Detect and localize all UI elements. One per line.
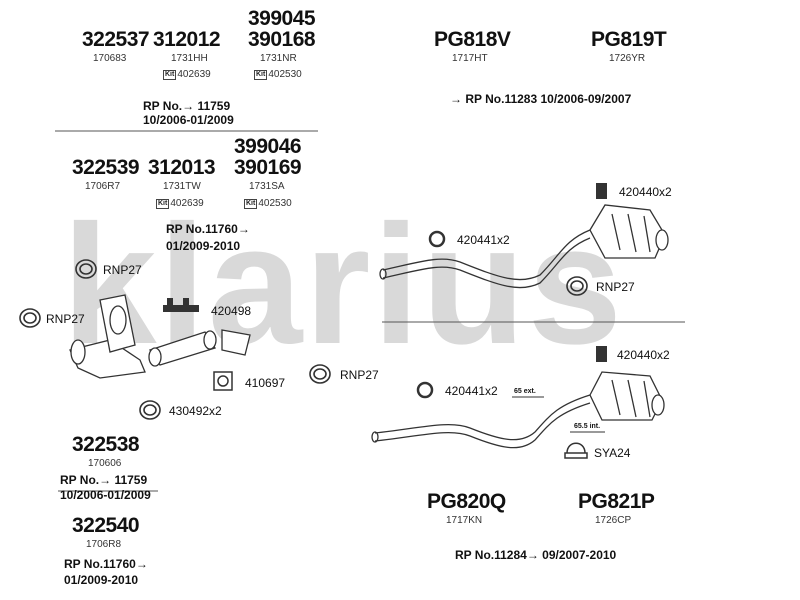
kit-number: 402639 — [170, 198, 204, 209]
part-ref: 1717KN — [446, 515, 483, 526]
kit-icon: Kit — [163, 69, 177, 80]
rnp27-ring-d — [566, 276, 588, 296]
label-rnp27: RNP27 — [46, 312, 85, 326]
part-ref: 1731TW — [163, 181, 201, 192]
rp-date-range: 01/2009-2010 — [64, 573, 139, 587]
label-rnp27: RNP27 — [340, 368, 379, 382]
kit-number: 402530 — [258, 198, 292, 209]
rnp27-ring-a — [75, 259, 97, 279]
rubber-420441-bottom — [416, 381, 434, 399]
part-number-390169: 390169 — [234, 156, 302, 179]
label-420498: 420498 — [211, 304, 252, 318]
part-number-312012: 312012 — [153, 28, 221, 51]
silencer-bottom — [589, 371, 665, 421]
silencer-top — [589, 204, 669, 259]
rubber-420440-bottom — [596, 346, 607, 362]
part-ref: 1726YR — [609, 53, 646, 64]
label-sya24: SYA24 — [594, 446, 631, 460]
part-number-312013: 312013 — [148, 156, 216, 179]
rp-number: RP No.→ 11759 — [143, 99, 231, 113]
label-420440-bottom: 420440x2 — [617, 348, 670, 362]
exhaust-pipe-top — [379, 229, 591, 289]
label-410697: 410697 — [245, 376, 286, 390]
part-ref: 1717HT — [452, 53, 488, 64]
part-number-399046: 399046 — [234, 135, 302, 158]
dimension-marks — [512, 396, 605, 433]
kit-icon: Kit — [156, 198, 170, 209]
rubber-420440-top — [596, 183, 607, 199]
part-ref: 170683 — [93, 53, 127, 64]
part-ref: 1726CP — [595, 515, 632, 526]
rp-number: → RP No.11283 10/2006-09/2007 — [450, 92, 632, 106]
part-number-322539: 322539 — [72, 156, 140, 179]
rp-date-range: 10/2006-01/2009 — [143, 113, 234, 127]
label-65-5-int: 65.5 int. — [574, 423, 601, 430]
label-430492: 430492x2 — [169, 404, 222, 418]
exhaust-pipe-bottom — [371, 394, 591, 449]
part-number-322538: 322538 — [72, 433, 140, 456]
clamp-430492 — [139, 400, 161, 420]
rp-number: RP No.11760→ — [166, 222, 250, 236]
rnp27-ring-b — [19, 308, 41, 328]
part-number-pg820q: PG820Q — [427, 490, 506, 513]
rnp27-ring-c — [309, 364, 331, 384]
label-rnp27: RNP27 — [103, 263, 142, 277]
rp-date-range: 10/2006-01/2009 — [60, 488, 151, 502]
mounting-420498 — [163, 298, 199, 312]
part-number-pg819t: PG819T — [591, 28, 667, 51]
part-number-390168: 390168 — [248, 28, 316, 51]
part-number-pg818v: PG818V — [434, 28, 511, 51]
part-number-322537: 322537 — [82, 28, 150, 51]
gasket-410697 — [213, 371, 233, 391]
kit-number: 402639 — [177, 69, 211, 80]
label-420440-top: 420440x2 — [619, 185, 672, 199]
watermark-logo: klarius — [62, 190, 625, 380]
part-ref: 1706R7 — [85, 181, 121, 192]
rp-number: RP No.→ 11759 — [60, 473, 148, 487]
clamp-sya24 — [564, 442, 588, 459]
rp-number: RP No.11760→ — [64, 557, 148, 571]
label-rnp27: RNP27 — [596, 280, 635, 294]
part-number-399045: 399045 — [248, 7, 316, 30]
part-number-322540: 322540 — [72, 514, 140, 537]
rp-date-range: 01/2009-2010 — [166, 239, 241, 253]
part-ref: 1706R8 — [86, 539, 122, 550]
label-420441-top: 420441x2 — [457, 233, 510, 247]
part-ref: 1731NR — [260, 53, 297, 64]
label-65-ext: 65 ext. — [514, 388, 536, 395]
rubber-420441-top — [428, 230, 446, 248]
catalytic-converter — [69, 294, 251, 379]
kit-number: 402530 — [268, 69, 302, 80]
part-ref: 170606 — [88, 458, 122, 469]
part-ref: 1731HH — [171, 53, 208, 64]
kit-icon: Kit — [254, 69, 268, 80]
part-number-pg821p: PG821P — [578, 490, 655, 513]
kit-icon: Kit — [244, 198, 258, 209]
label-420441-bottom: 420441x2 — [445, 384, 498, 398]
part-ref: 1731SA — [249, 181, 285, 192]
rp-number: RP No.11284→ 09/2007-2010 — [455, 548, 617, 562]
separator-lines — [55, 130, 685, 492]
